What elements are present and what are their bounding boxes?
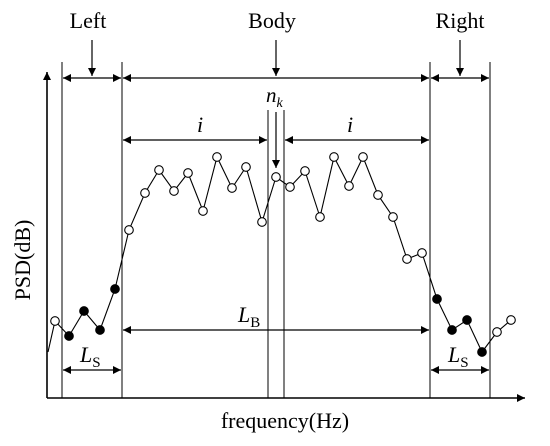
nk-subscript: k bbox=[277, 96, 284, 111]
filled-point-marker bbox=[79, 306, 89, 316]
i-right-label: i bbox=[347, 112, 353, 137]
i-left-label: i bbox=[197, 112, 203, 137]
ls-right-main: L bbox=[447, 342, 460, 367]
open-point-marker bbox=[344, 181, 354, 191]
psd-markers bbox=[50, 152, 516, 357]
ls-left-subscript: S bbox=[92, 355, 100, 371]
lb-subscript: B bbox=[250, 315, 260, 331]
open-point-marker bbox=[271, 172, 281, 182]
y-axis-label: PSD(dB) bbox=[10, 220, 35, 301]
open-point-marker bbox=[257, 217, 267, 227]
filled-point-marker bbox=[432, 294, 442, 304]
ls-left-label: LS bbox=[79, 342, 101, 371]
open-point-marker bbox=[417, 248, 427, 258]
lb-label: LB bbox=[237, 302, 260, 331]
open-point-marker bbox=[154, 165, 164, 175]
filled-point-marker bbox=[64, 331, 74, 341]
open-point-marker bbox=[183, 168, 193, 178]
open-point-marker bbox=[388, 212, 398, 222]
open-point-marker bbox=[169, 186, 179, 196]
right-label: Right bbox=[436, 8, 485, 33]
body-label: Body bbox=[248, 8, 296, 33]
filled-point-marker bbox=[110, 284, 120, 294]
open-point-marker bbox=[329, 152, 339, 162]
open-point-marker bbox=[50, 316, 60, 326]
open-point-marker bbox=[140, 188, 150, 198]
open-point-marker bbox=[402, 254, 412, 264]
open-point-marker bbox=[285, 182, 295, 192]
lb-main: L bbox=[237, 302, 250, 327]
open-point-marker bbox=[300, 166, 310, 176]
ls-right-subscript: S bbox=[460, 355, 468, 371]
open-point-marker bbox=[506, 315, 516, 325]
x-axis-label: frequency(Hz) bbox=[221, 408, 349, 433]
nk-label: nk bbox=[266, 83, 284, 111]
open-point-marker bbox=[124, 225, 134, 235]
filled-point-marker bbox=[477, 347, 487, 357]
open-point-marker bbox=[212, 152, 222, 162]
open-point-marker bbox=[241, 162, 251, 172]
filled-point-marker bbox=[462, 315, 472, 325]
ls-left-main: L bbox=[79, 342, 92, 367]
open-point-marker bbox=[492, 327, 502, 337]
open-point-marker bbox=[358, 152, 368, 162]
filled-point-marker bbox=[447, 325, 457, 335]
psd-curve bbox=[47, 155, 512, 354]
left-label: Left bbox=[70, 8, 107, 33]
open-point-marker bbox=[227, 183, 237, 193]
open-point-marker bbox=[373, 190, 383, 200]
nk-main: n bbox=[266, 83, 277, 107]
ls-right-label: LS bbox=[447, 342, 469, 371]
open-point-marker bbox=[198, 206, 208, 216]
filled-point-marker bbox=[95, 325, 105, 335]
open-point-marker bbox=[315, 212, 325, 222]
